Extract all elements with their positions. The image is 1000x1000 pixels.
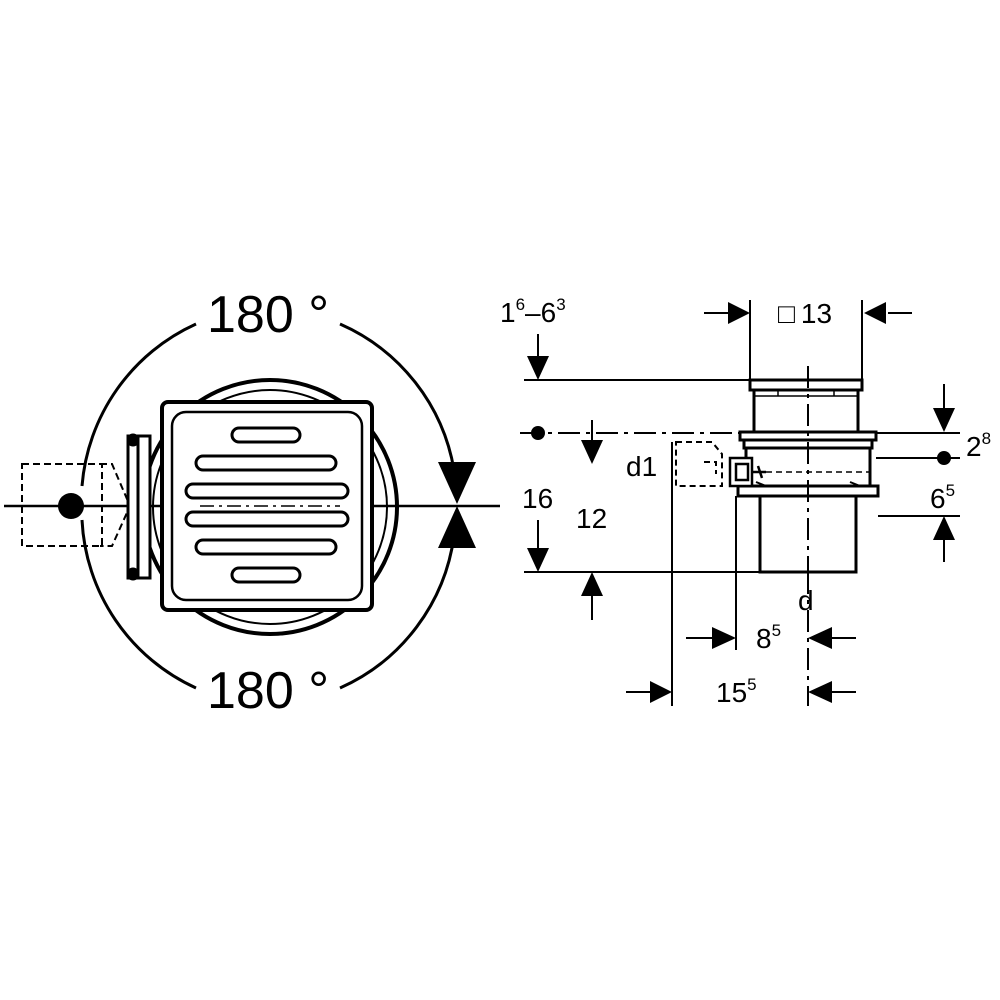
arrow-right-icon (728, 302, 750, 324)
arrow-up-icon (581, 572, 603, 596)
grate-slot (230, 426, 302, 444)
rotation-label-top: 180 ° (207, 286, 329, 344)
grate-slot (184, 482, 350, 500)
square-size-label: □13 (778, 298, 832, 329)
rotation-label-bottom: 180 ° (207, 662, 329, 720)
arrow-left-icon (864, 302, 886, 324)
arrow-left-icon (808, 681, 832, 703)
reference-dot-icon (937, 451, 951, 465)
grate-frame-inner (170, 410, 364, 602)
arrow-right-icon (712, 627, 736, 649)
outlet-diameter-label: d1 (626, 451, 657, 482)
height-total-label: 16 (522, 483, 553, 514)
height-inner-label: 12 (576, 503, 607, 534)
top-view: 180 ° 180 ° (4, 286, 500, 720)
arrow-down-icon (527, 548, 549, 572)
grate-slots (184, 426, 350, 584)
rotation-arrow-up-icon (438, 506, 476, 548)
arrow-down-icon (581, 440, 603, 464)
drain-sleeve (748, 378, 864, 434)
dim-bottom-small-label: 85 (756, 621, 781, 654)
dim-bottom-large-label: 155 (716, 675, 757, 708)
outlet-dashed-side (675, 441, 723, 487)
rotation-arc-top (80, 322, 197, 487)
reference-dot-icon (531, 426, 545, 440)
arrow-down-icon (933, 408, 955, 432)
dim-right-upper-label: 28 (966, 429, 991, 462)
pivot-dot-icon (58, 493, 84, 519)
drain-body-inner (152, 389, 388, 625)
side-outlet (126, 433, 152, 581)
arrow-up-icon (933, 516, 955, 540)
grate-slot (230, 566, 302, 584)
grate-slot (194, 454, 338, 472)
arrow-right-icon (650, 681, 672, 703)
rotation-arrow-down-icon (438, 462, 476, 504)
side-view: 16–63 □13 16 12 d1 28 65 d 85 155 (500, 295, 991, 708)
drain-diameter-label: d (798, 585, 814, 616)
side-outlet-connector (728, 456, 766, 488)
rotation-arc-bottom-left (80, 519, 197, 690)
dimension-lines (520, 300, 960, 706)
rotation-arc-top-right (339, 322, 456, 471)
grate-slot (184, 510, 350, 528)
flange-range-label: 16–63 (500, 295, 566, 328)
rotation-arc-bottom-right (339, 535, 456, 690)
grate-slot (194, 538, 338, 556)
arrow-down-icon (527, 356, 549, 380)
dim-right-lower-label: 65 (930, 481, 955, 514)
dimension-arrows (527, 302, 955, 703)
arrow-left-icon (808, 627, 832, 649)
